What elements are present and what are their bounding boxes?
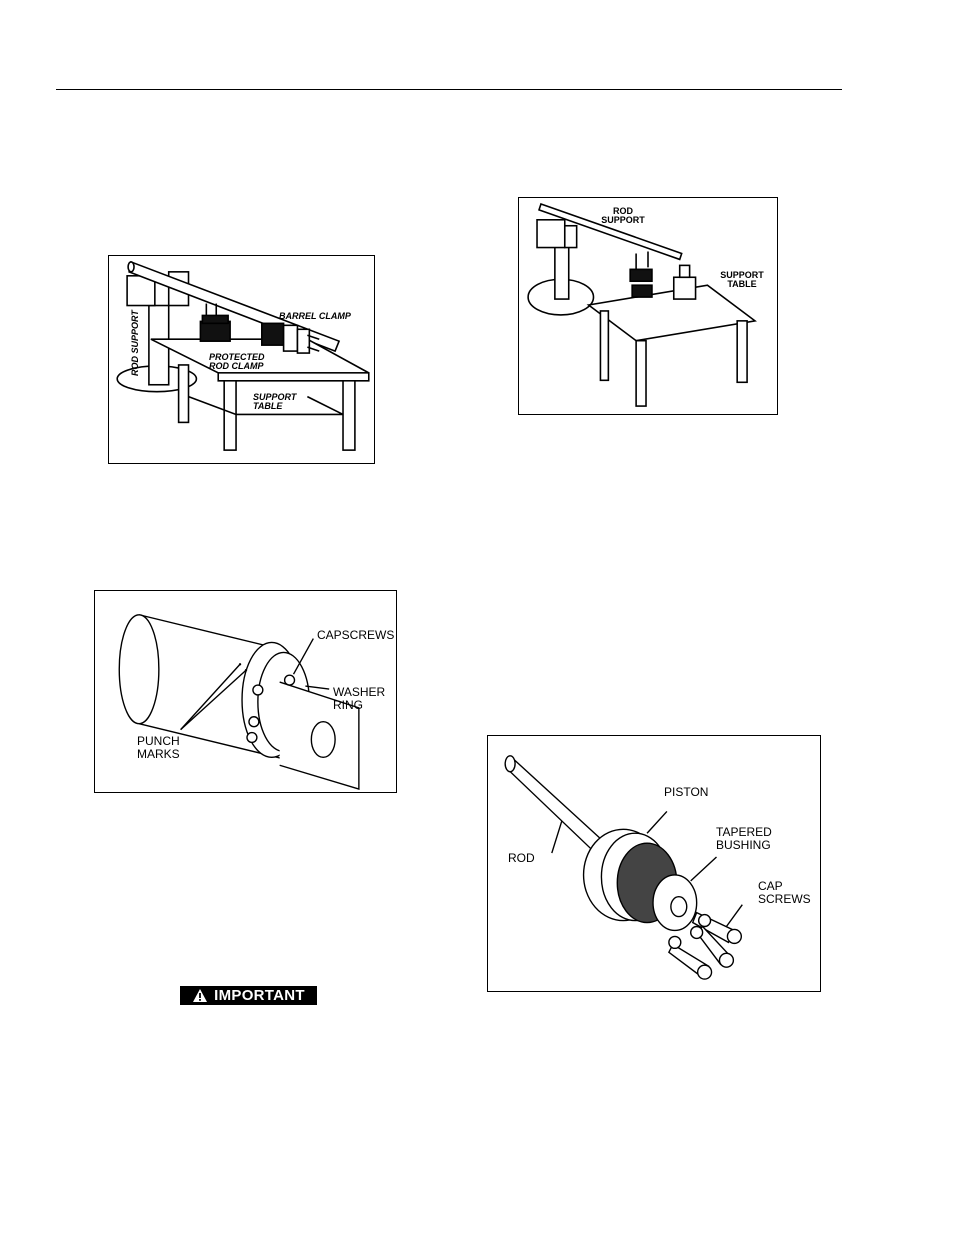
- label-rod-support: ROD SUPPORT: [130, 310, 140, 376]
- label-capscrews: CAPSCREWS: [317, 628, 395, 642]
- label-protected-rod-clamp: PROTECTED ROD CLAMP: [209, 352, 265, 372]
- piston-assembly-illustration: [504, 755, 743, 980]
- label-cap-screws: CAP SCREWS: [758, 879, 811, 906]
- important-label: IMPORTANT: [214, 987, 305, 1004]
- warning-triangle-icon: [193, 989, 208, 1002]
- label-barrel-clamp: BARREL CLAMP: [279, 311, 351, 321]
- label-rod-support: ROD SUPPORT: [601, 206, 645, 226]
- header-rule: [56, 89, 842, 90]
- label-piston: PISTON: [664, 785, 709, 799]
- figure-piston-assembly: PISTON TAPERED BUSHING ROD CAP SCREWS: [487, 735, 821, 992]
- label-washer-ring: WASHER RING: [333, 685, 386, 712]
- figure-rod-support-setup: ROD SUPPORT SUPPORT TABLE: [518, 197, 778, 415]
- label-support-table: SUPPORT TABLE: [253, 392, 297, 412]
- barrel-clamp-illustration: [116, 260, 370, 451]
- label-tapered-bushing: TAPERED BUSHING: [716, 825, 772, 852]
- washer-ring-illustration: [118, 614, 360, 790]
- label-rod: ROD: [508, 851, 535, 865]
- label-support-table: SUPPORT TABLE: [720, 270, 764, 290]
- rod-support-illustration: [527, 202, 757, 407]
- figure-barrel-clamp-setup: ROD SUPPORT BARREL CLAMP PROTECTED ROD C…: [108, 255, 375, 464]
- figure-washer-ring: CAPSCREWS WASHER RING PUNCH MARKS: [94, 590, 397, 793]
- label-punch-marks: PUNCH MARKS: [137, 734, 180, 761]
- important-notice: IMPORTANT: [180, 986, 317, 1005]
